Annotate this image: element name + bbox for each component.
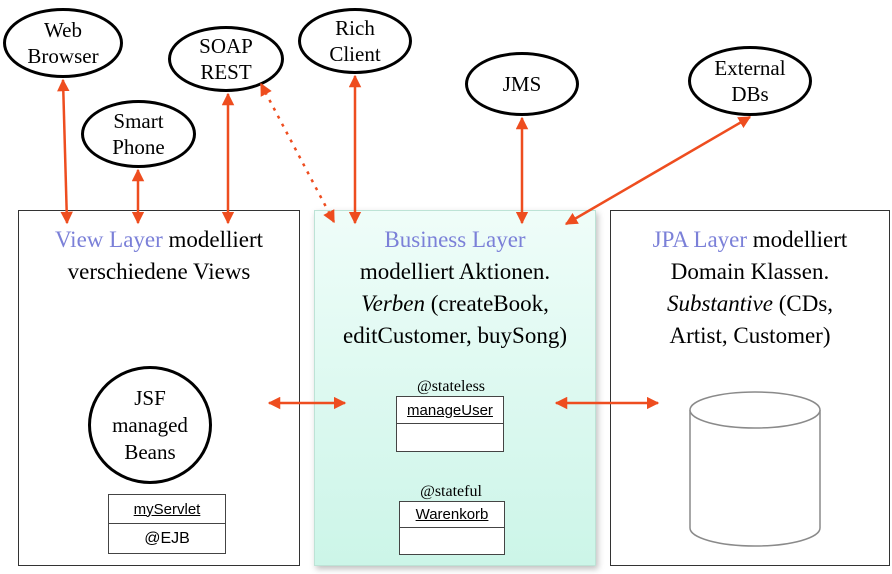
jpa-layer-line3: (CDs, — [772, 291, 834, 316]
rich-client-node: Rich Client — [298, 8, 412, 74]
external-dbs-arrow — [564, 115, 752, 226]
business-layer-verben: Verben — [361, 291, 425, 316]
jsf-managed-beans-node: JSF managed Beans — [88, 366, 212, 484]
view-layer-line2: verschiedene Views — [67, 259, 251, 284]
manage-user-name: manageUser — [397, 397, 503, 424]
view-layer-description: View Layer modelliert verschiedene Views — [18, 224, 300, 288]
servlet-name: myServlet — [109, 495, 225, 524]
database-cylinder — [689, 391, 821, 547]
servlet-class-box: myServlet @EJB — [108, 494, 226, 554]
business-layer-description: Business Layer modelliert Aktionen. Verb… — [314, 224, 596, 352]
web-browser-node: Web Browser — [3, 8, 123, 78]
view-layer-box — [18, 210, 300, 566]
business-layer-line2: modelliert Aktionen. — [359, 259, 551, 284]
jpa-layer-substantive: Substantive — [666, 291, 773, 316]
jms-node: JMS — [465, 52, 579, 116]
business-layer-line3: (createBook, — [424, 291, 549, 316]
view-layer-title: View Layer — [54, 227, 163, 252]
warenkorb-bean-box: Warenkorb — [399, 501, 505, 555]
stateless-label: @stateless — [416, 378, 486, 395]
jpa-layer-line1: modelliert — [747, 227, 848, 252]
external-dbs-node: External DBs — [688, 46, 812, 116]
jpa-layer-title: JPA Layer — [652, 227, 748, 252]
business-layer-title: Business Layer — [384, 227, 526, 252]
business-layer-line4: editCustomer, buySong) — [343, 323, 567, 348]
view-layer-line1: modelliert — [162, 227, 264, 252]
stateful-label: @stateful — [420, 483, 482, 500]
servlet-annotation: @EJB — [144, 529, 190, 547]
warenkorb-name: Warenkorb — [400, 502, 504, 528]
jpa-layer-line4: Artist, Customer) — [669, 323, 831, 348]
soap-business-dotted-arrow — [259, 82, 336, 224]
jpa-layer-description: JPA Layer modelliert Domain Klassen. Sub… — [610, 224, 890, 352]
jpa-layer-line2: Domain Klassen. — [670, 259, 830, 284]
web-browser-arrow — [57, 78, 73, 225]
manage-user-bean-box: manageUser — [396, 396, 504, 452]
soap-rest-node: SOAP REST — [168, 26, 284, 92]
smart-phone-node: Smart Phone — [81, 100, 196, 168]
